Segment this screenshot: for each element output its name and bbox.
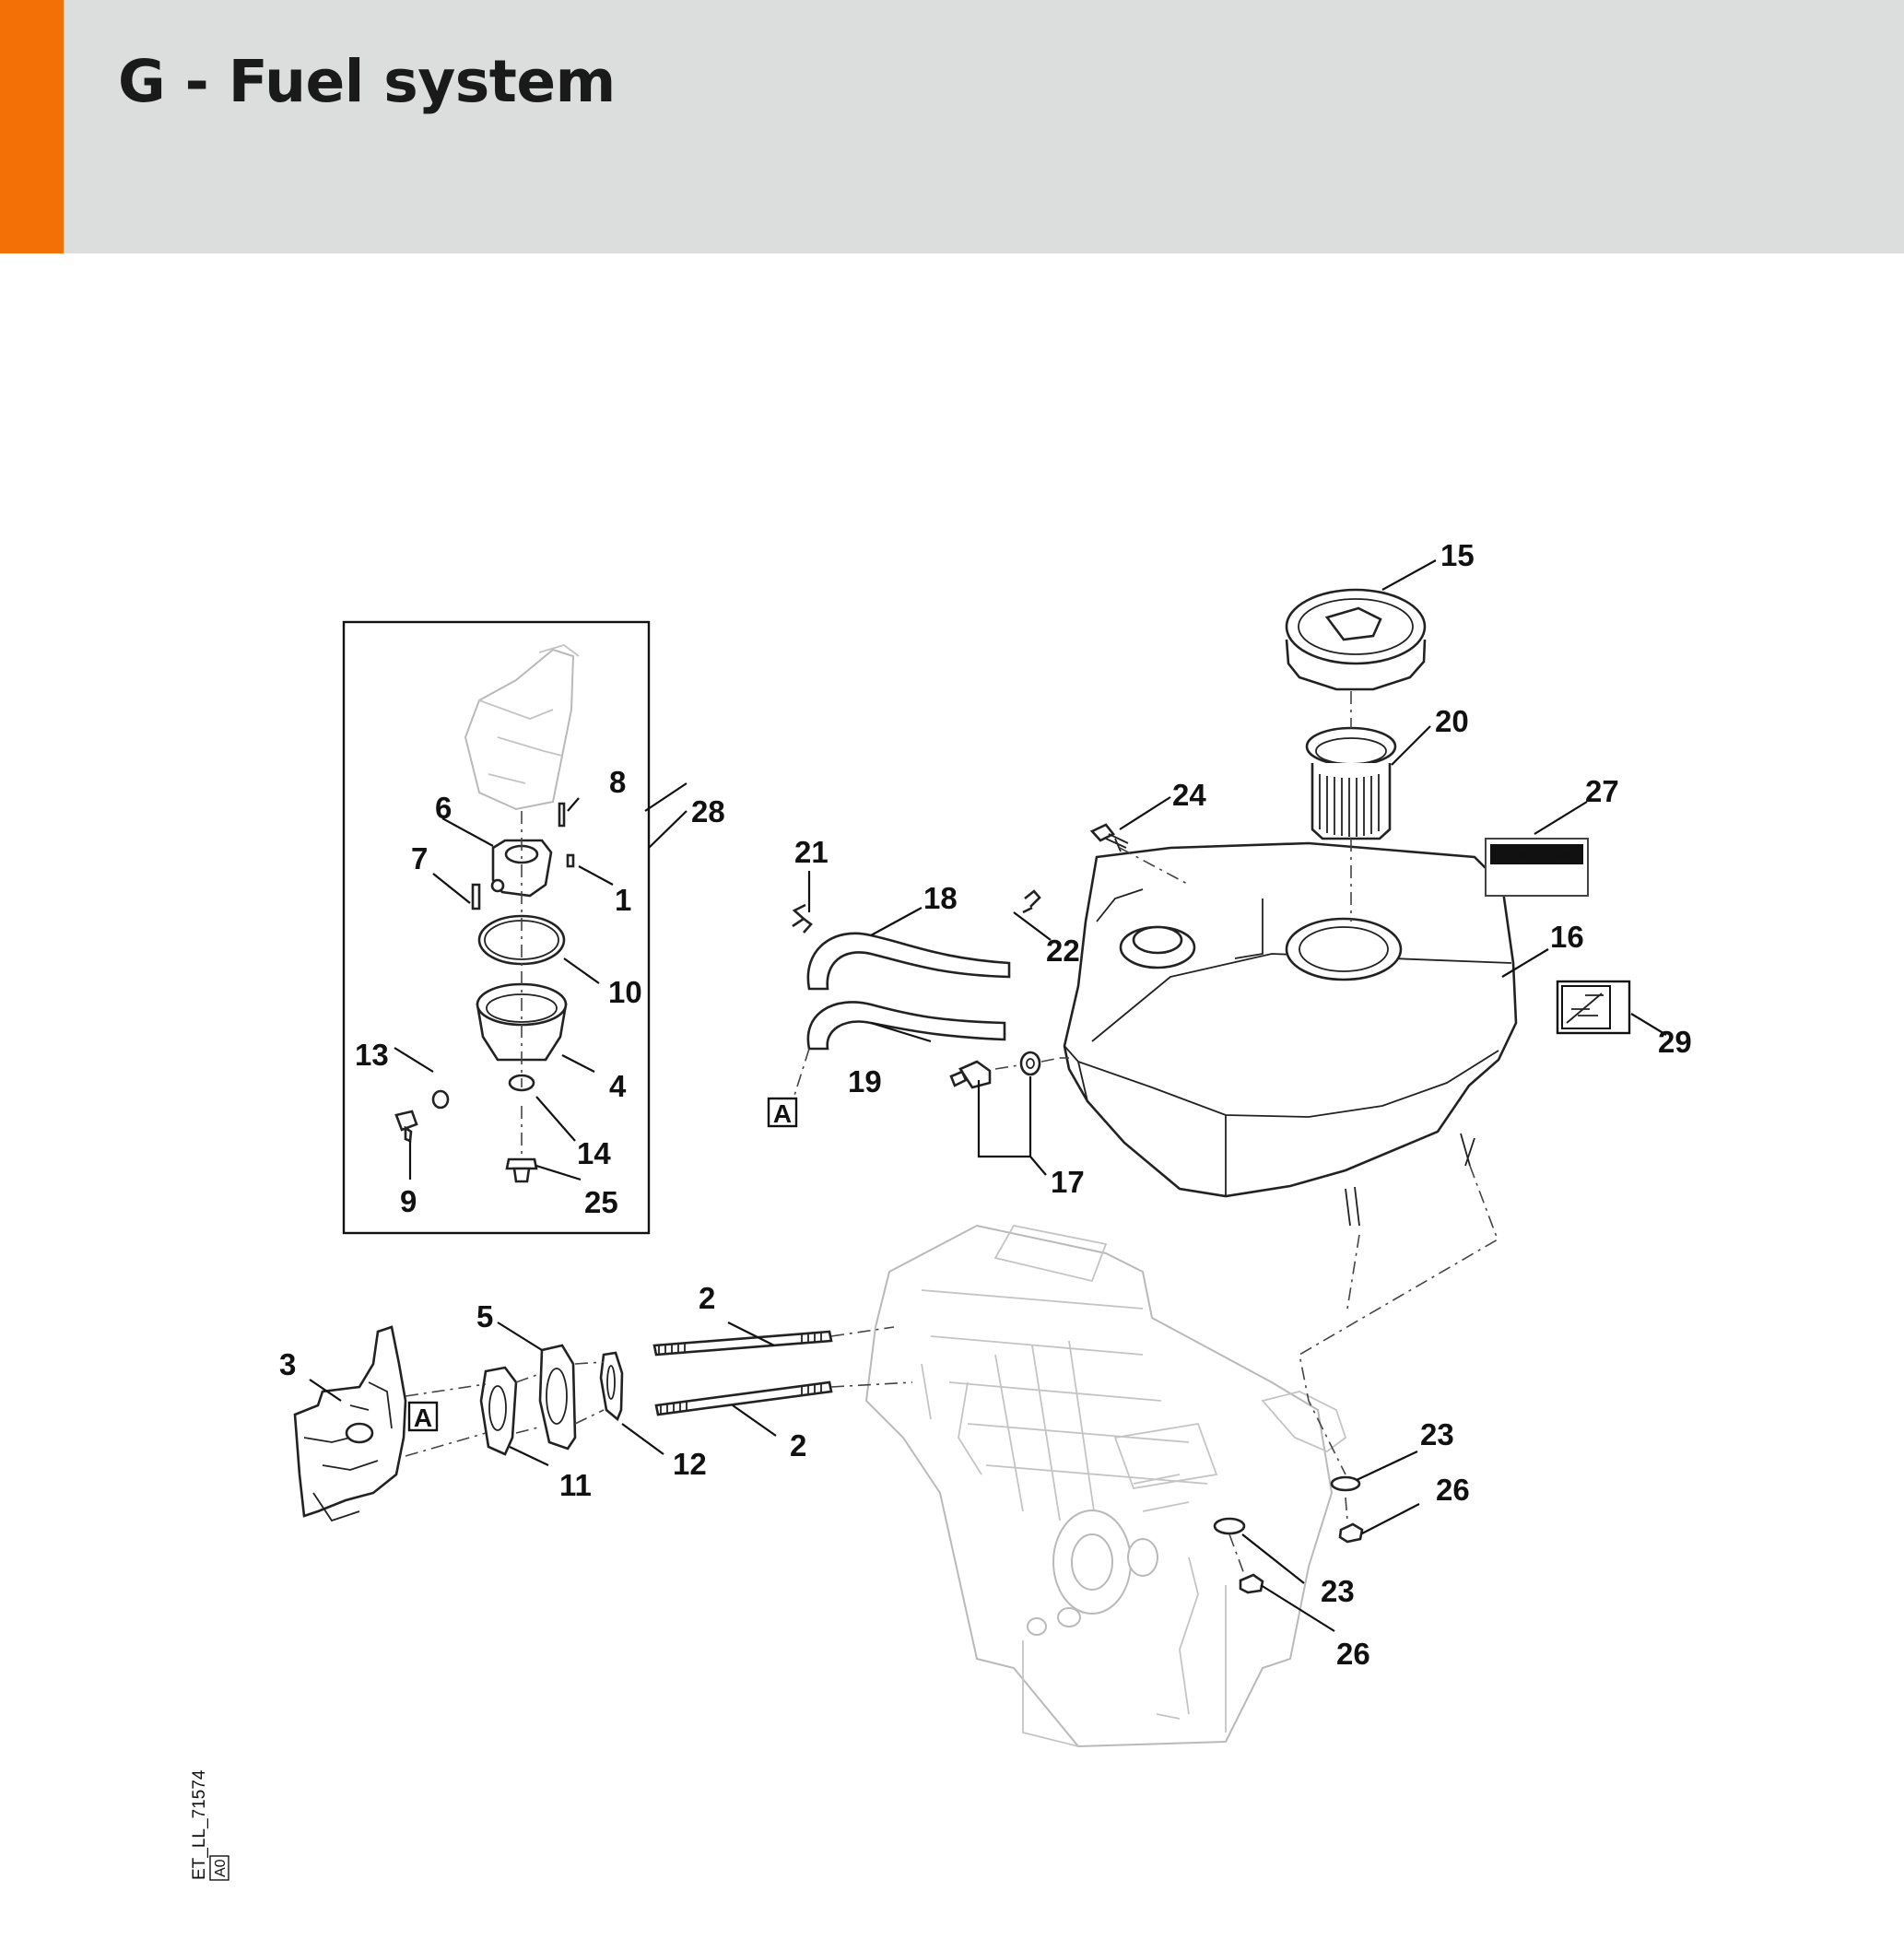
engine-block-ghost [864,1224,1347,1748]
hose-clamp-21-part [792,903,813,934]
small-spring-part [566,853,575,868]
ethanol-decal-text: MAX % ETHANOL [1493,851,1580,862]
warning-decal-part [1556,980,1631,1035]
callout-26-upper: 26 [1436,1473,1470,1507]
callout-28: 28 [691,794,725,828]
callout-6: 6 [435,791,452,825]
fuel-cap-part [1285,588,1427,691]
float-needle-part [558,802,566,828]
callout-27: 27 [1585,774,1619,808]
callout-9: 9 [400,1184,417,1218]
carburetor-part [293,1325,407,1522]
callout-12: 12 [673,1447,707,1481]
valve-axis-line [994,1057,1061,1070]
callout-29: 29 [1658,1025,1692,1059]
washer-23-upper-part [1330,1475,1361,1492]
fuel-tank-part [1063,841,1518,1227]
callout-leader-lines [309,559,1667,1632]
drain-washer-part [431,1089,450,1110]
callout-1: 1 [615,883,631,917]
callout-23-lower: 23 [1321,1574,1355,1608]
fuel-hose-upper-part [806,932,1011,991]
callout-15: 15 [1440,538,1475,572]
connector-marker-a-upper: A [767,1097,798,1128]
callout-numbers: 15 20 24 27 16 29 18 21 22 19 17 23 26 2… [279,538,1692,1671]
callout-24: 24 [1172,778,1206,812]
callout-14: 14 [577,1136,611,1170]
ethanol-decal-part: MAX % ETHANOL [1485,838,1589,897]
callout-23-upper: 23 [1420,1417,1454,1451]
assembly-dashed-lines [405,691,1499,1575]
connector-marker-a-lower: A [407,1401,439,1432]
tank-bolt-part [1089,823,1129,852]
header-band: G - Fuel system [0,0,1904,253]
callout-5: 5 [476,1299,493,1333]
callout-26-lower: 26 [1336,1637,1370,1671]
callout-18: 18 [923,881,958,915]
callout-2-lower: 2 [790,1428,806,1462]
callout-16: 16 [1550,920,1584,954]
callout-2-upper: 2 [699,1281,715,1315]
connector-marker-a-upper-text: A [773,1099,792,1128]
callout-17: 17 [1051,1165,1085,1199]
header-accent-bar [0,0,64,253]
drain-screw-part [394,1110,418,1143]
hose-clamp-22-part [1022,889,1041,914]
callout-8: 8 [609,765,626,799]
nut-26-lower-part [1239,1573,1264,1594]
float-pin-part [471,883,481,910]
drawing-reference-id: ET_LL_71574 [190,1769,209,1880]
inset-carburetor-ghost [464,644,580,811]
callout-20: 20 [1435,704,1469,738]
bowl-bolt-part [505,1157,538,1183]
drawing-reference: ET_LL_71574 A0 [190,1769,229,1881]
page-title: G - Fuel system [118,48,616,115]
insulator-part [538,1344,577,1451]
mounting-stud-upper-part [652,1330,833,1357]
callout-11: 11 [559,1468,592,1502]
callout-22: 22 [1046,934,1080,968]
fuel-hose-lower-part [806,1001,1006,1051]
nut-26-upper-part [1338,1522,1364,1544]
callout-3: 3 [279,1347,296,1381]
fuel-strainer-part [1305,726,1397,840]
carburetor-gasket-part [479,1366,518,1456]
fuel-valve-part [949,1051,1041,1089]
callout-7: 7 [411,841,428,875]
connector-marker-a-lower-text: A [414,1404,432,1432]
insulator-gasket-part [599,1351,624,1422]
callout-19: 19 [848,1064,882,1098]
mounting-stud-lower-part [654,1380,833,1416]
callout-25: 25 [584,1185,618,1219]
float-bowl-part [476,982,568,1062]
callout-13: 13 [355,1038,389,1072]
callout-4: 4 [609,1069,627,1103]
washer-23-lower-part [1213,1517,1246,1535]
callout-10: 10 [608,975,642,1009]
callout-21: 21 [794,835,829,869]
carburetor-kit-inset-frame [342,620,651,1235]
drawing-revision: A0 [213,1859,229,1877]
